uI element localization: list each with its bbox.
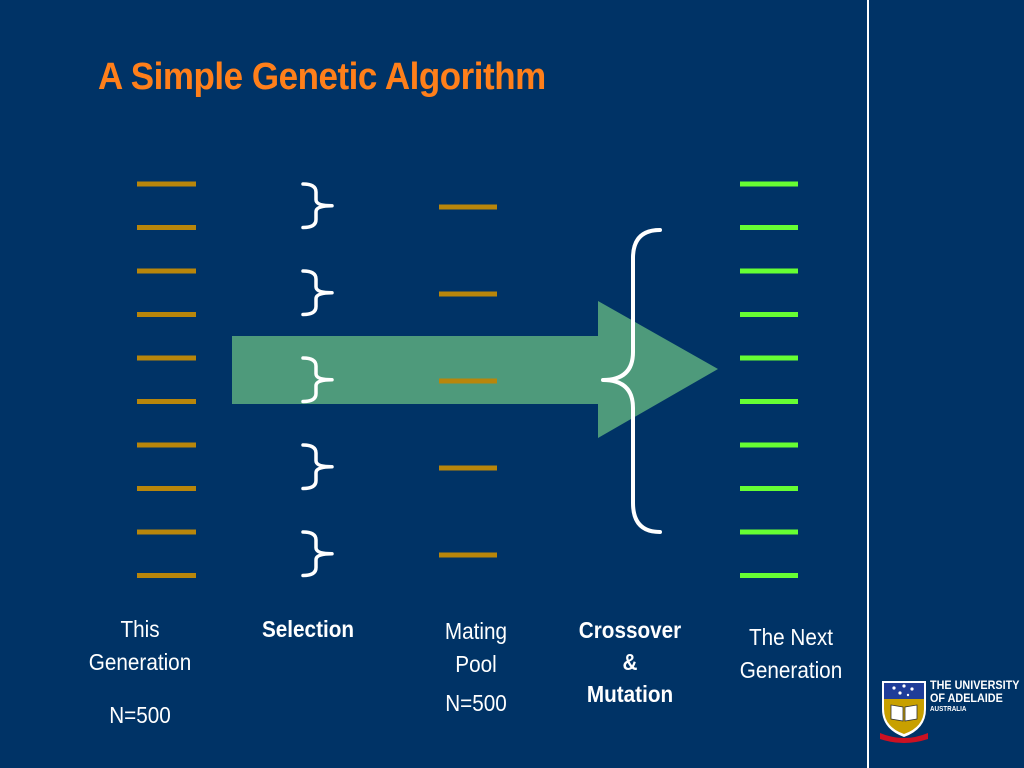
mating-pool-count: N=500 [445,690,507,716]
university-shield-icon [880,681,928,743]
university-name: THE UNIVERSITY OF ADELAIDE AUSTRALIA [930,678,1020,714]
this-generation-population [137,181,196,578]
this-generation-count: N=500 [109,702,171,728]
mating-pool-population [439,204,497,558]
selection-bracket [301,443,334,491]
selection-brackets [301,182,334,578]
next-generation-label: The Next Generation [739,624,843,683]
vertical-divider [867,0,869,768]
selection-bracket [301,530,334,578]
selection-bracket [301,356,334,404]
selection-label: Selection [261,616,355,642]
university-logo: THE UNIVERSITY OF ADELAIDE AUSTRALIA [878,677,1020,747]
selection-bracket [301,269,334,317]
page-title: A Simple Genetic Algorithm [98,56,546,98]
crossover-brace [601,228,662,534]
selection-bracket [301,182,334,230]
crossover-mutation-label: Crossover & Mutation [578,617,682,707]
this-generation-label: This Generation N=500 [77,613,203,732]
mating-pool-label: Mating Pool N=500 [422,615,530,720]
next-generation-population [740,181,798,578]
flow-arrow [232,301,718,438]
